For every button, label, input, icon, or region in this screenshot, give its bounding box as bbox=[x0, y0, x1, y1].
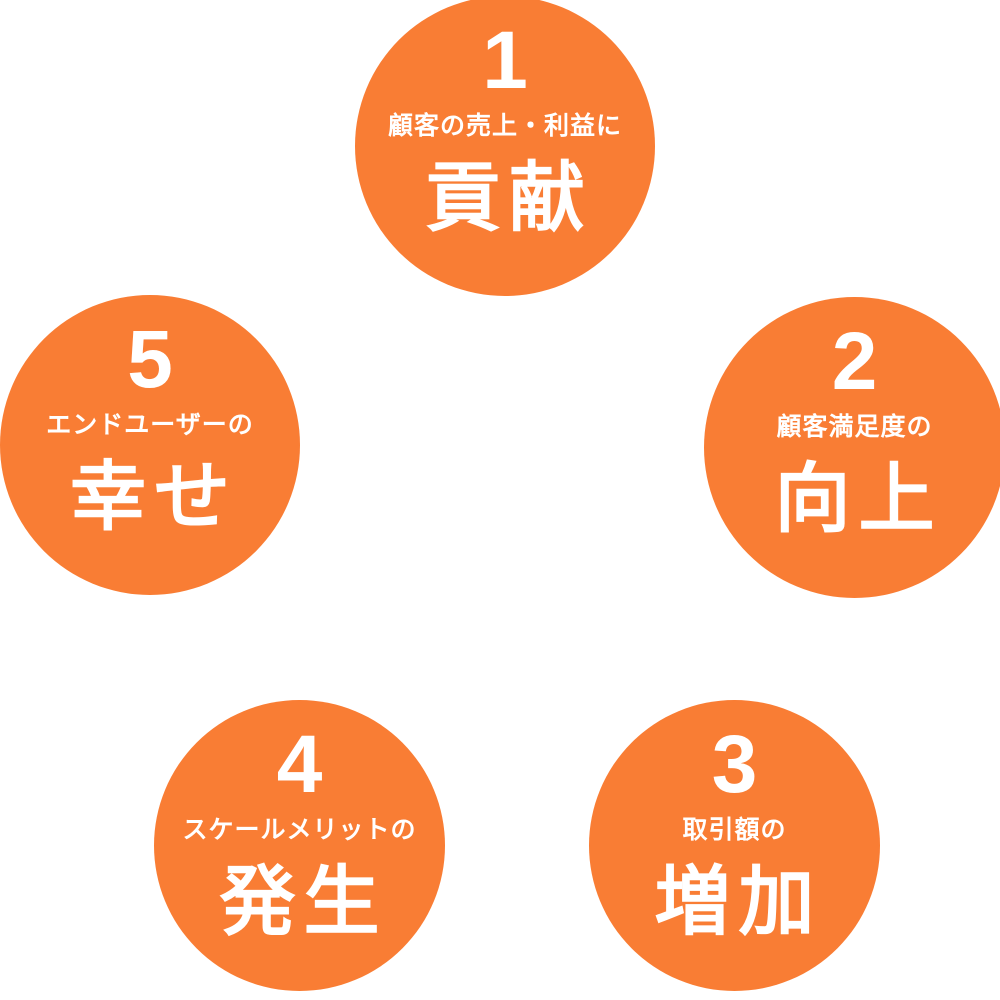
step-label: 顧客の売上・利益に bbox=[387, 112, 622, 140]
step-label: スケールメリットの bbox=[182, 816, 417, 844]
step-label: 顧客満足度の bbox=[776, 413, 933, 441]
step-number: 4 bbox=[276, 719, 323, 810]
step-label: 取引額の bbox=[682, 816, 787, 844]
step-number: 5 bbox=[127, 314, 173, 405]
step-circle-3: 3 取引額の 増加 bbox=[589, 700, 880, 991]
step-label: エンドユーザーの bbox=[46, 411, 254, 439]
step-circle-5: 5 エンドユーザーの 幸せ bbox=[0, 295, 300, 595]
step-number: 2 bbox=[831, 316, 878, 407]
step-number: 3 bbox=[711, 719, 758, 810]
step-circle-4: 4 スケールメリットの 発生 bbox=[154, 700, 445, 991]
step-keyword: 増加 bbox=[654, 860, 823, 945]
step-keyword: 向上 bbox=[774, 457, 943, 542]
step-keyword: 幸せ bbox=[70, 455, 238, 540]
step-keyword: 発生 bbox=[219, 860, 388, 945]
step-circle-2: 2 顧客満足度の 向上 bbox=[704, 297, 1000, 598]
step-keyword: 貢献 bbox=[425, 156, 593, 241]
step-circle-1: 1 顧客の売上・利益に 貢献 bbox=[355, 0, 655, 296]
step-number: 1 bbox=[482, 15, 528, 106]
